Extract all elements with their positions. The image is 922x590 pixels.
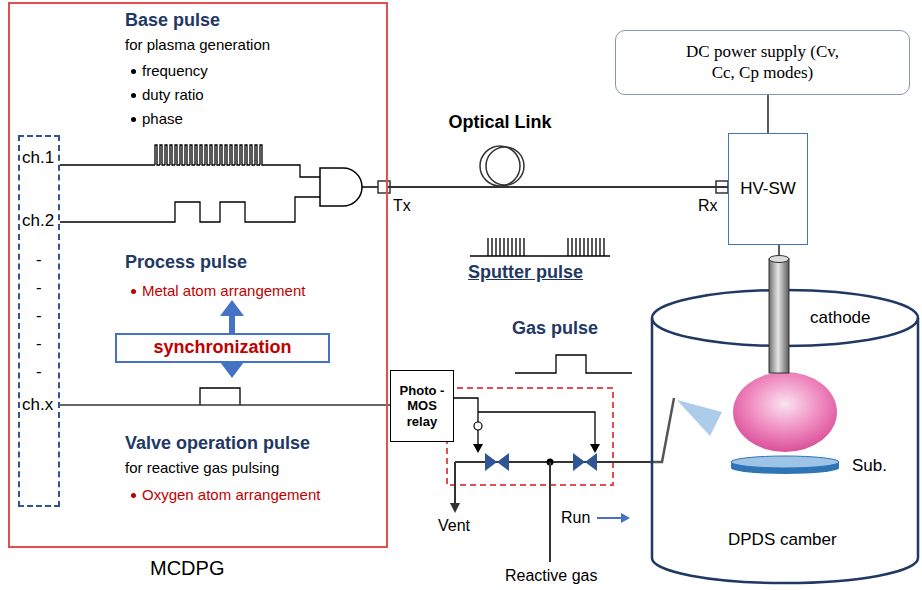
ellipse-shape: [652, 290, 918, 346]
bullet-dot: [131, 493, 136, 498]
path-shape: [155, 145, 604, 256]
gas-pulse: [515, 355, 632, 373]
port-label: Rx: [698, 196, 718, 215]
polygon-shape: [220, 362, 244, 378]
valve-symbol: [485, 453, 509, 471]
node-text: Photo -MOS relay: [396, 383, 448, 430]
line-label: Vent: [438, 516, 470, 535]
path-shape: [362, 186, 378, 188]
path-shape: [451, 398, 595, 446]
cathode-outline: [768, 255, 790, 375]
line-label: Run: [561, 508, 590, 527]
node-text: ch.1: [22, 148, 54, 168]
path-shape: [470, 255, 610, 256]
path-shape: [597, 517, 622, 519]
edge-label: Optical Link: [446, 112, 553, 134]
node-text: ch.2: [22, 211, 54, 231]
signal-name: Gas pulse: [512, 318, 598, 340]
node-text: -: [36, 334, 42, 354]
path-shape: [60, 165, 320, 177]
connector: [388, 186, 728, 188]
controller-frame: Base pulse for plasma generation frequency…: [8, 2, 388, 548]
node-text: Process pulse: [125, 252, 247, 274]
node-text: for reactive gas pulsing: [125, 459, 279, 477]
gas-nozzle: [650, 398, 674, 462]
gas-spray: [677, 400, 722, 436]
node-text: MCDPG: [150, 556, 224, 580]
path-shape: [549, 462, 551, 562]
node-text: -: [36, 362, 42, 382]
polygon-shape: [621, 513, 630, 523]
polygon-shape: [473, 444, 483, 453]
valve-symbol: [573, 453, 597, 471]
node-text: HV-SW: [740, 179, 796, 199]
node-text: cathode: [810, 308, 871, 328]
node-text: -: [36, 306, 42, 326]
signal-name: Sputter pulse: [468, 262, 583, 284]
relay-box: Photo -MOS relay: [390, 370, 454, 442]
node-text: DPDS camber: [728, 530, 837, 550]
pulse-trains: [155, 145, 604, 256]
connector: [60, 404, 390, 406]
rect-shape: [769, 259, 789, 373]
node-text: -: [36, 250, 42, 270]
node-text: Base pulse: [125, 10, 220, 32]
ellipse-shape: [731, 456, 839, 468]
bullet-dot: [131, 117, 136, 122]
node-text: Metal atom arrangement: [142, 282, 305, 300]
plasma: [733, 372, 837, 452]
hv-switch-box: HV-SW: [728, 133, 808, 245]
ellipse-shape: [769, 256, 789, 263]
bullet-dot: [131, 93, 136, 98]
node-text: duty ratio: [142, 86, 204, 104]
channel-group: ch.1 ch.2 - - - - - ch.x: [18, 135, 60, 507]
power-supply-box: DC power supply (Cv, Cc, Cp modes): [615, 30, 910, 95]
substrate-outline: [730, 455, 840, 475]
polygon-shape: [220, 300, 244, 316]
node-text: phase: [142, 110, 183, 128]
line-label: Reactive gas: [505, 566, 598, 585]
connector: [778, 245, 780, 255]
circle-shape: [474, 422, 482, 430]
path-shape: [60, 197, 320, 222]
and-gate: [320, 168, 362, 206]
sync-box: synchronization: [115, 333, 330, 363]
node-text: Oxygen atom arrangement: [142, 486, 320, 504]
polygon-shape: [590, 444, 600, 453]
substrate: Sub.: [730, 455, 840, 475]
cathode: cathode: [768, 255, 790, 375]
node-text: DC power supply (Cv, Cc, Cp modes): [673, 42, 853, 83]
valve-group: [447, 388, 613, 485]
node-text: synchronization: [153, 337, 291, 359]
polygon-shape: [450, 503, 460, 513]
node-text: Valve operation pulse: [125, 433, 310, 455]
path-shape: [652, 318, 918, 583]
node-text: Sub.: [852, 456, 887, 476]
connector: [767, 95, 769, 133]
node-text: frequency: [142, 62, 208, 80]
port-label: Tx: [393, 196, 411, 215]
bullet-dot: [131, 69, 136, 74]
node-text: -: [36, 278, 42, 298]
bullet-dot: [131, 289, 136, 294]
circle-shape: [486, 147, 524, 185]
node-text: ch.x: [22, 395, 53, 415]
valve-pulse: [200, 388, 240, 405]
path-shape: [454, 462, 456, 505]
node-text: for plasma generation: [125, 36, 270, 54]
